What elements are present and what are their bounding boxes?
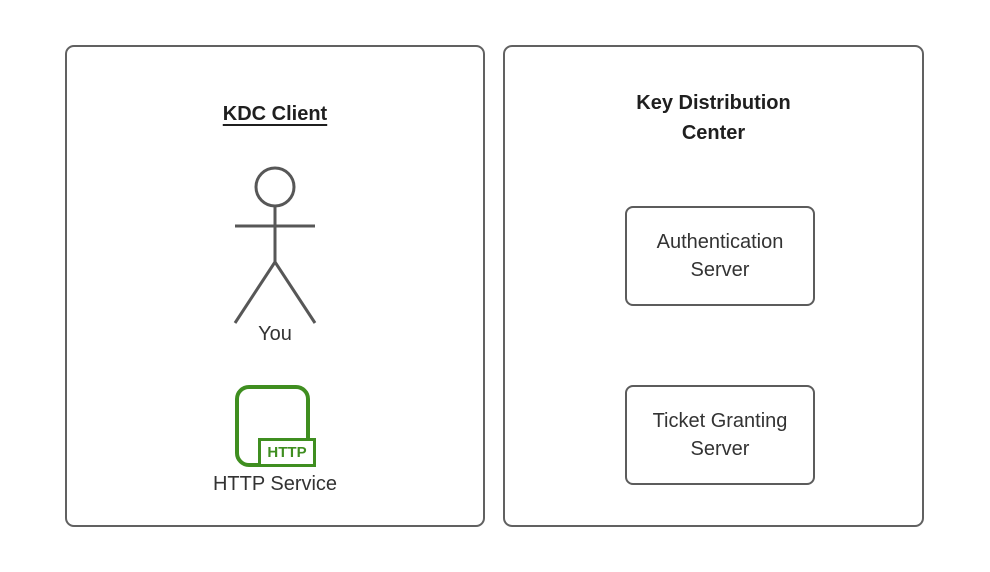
ticket-granting-server-label: Ticket Granting Server xyxy=(652,410,788,460)
key-distribution-center-title-text: Key Distribution Center xyxy=(636,92,791,144)
http-service-label: HTTP Service xyxy=(212,473,338,495)
authentication-server-box: Authentication Server xyxy=(625,206,815,306)
key-distribution-center-panel: Key Distribution Center Authentication S… xyxy=(503,45,924,527)
authentication-server-label: Authentication Server xyxy=(656,231,784,281)
kdc-client-title: KDC Client xyxy=(222,103,328,125)
actor-label: You xyxy=(258,323,292,345)
key-distribution-center-title: Key Distribution Center xyxy=(505,88,922,148)
actor-head xyxy=(254,166,296,208)
actor-icon xyxy=(233,166,317,324)
actor-right-leg xyxy=(273,261,317,324)
http-badge: HTTP xyxy=(258,438,316,467)
kdc-client-panel: KDC Client You HTTP HTTP Service xyxy=(65,45,485,527)
ticket-granting-server-box: Ticket Granting Server xyxy=(625,385,815,485)
actor-left-leg xyxy=(233,261,277,324)
